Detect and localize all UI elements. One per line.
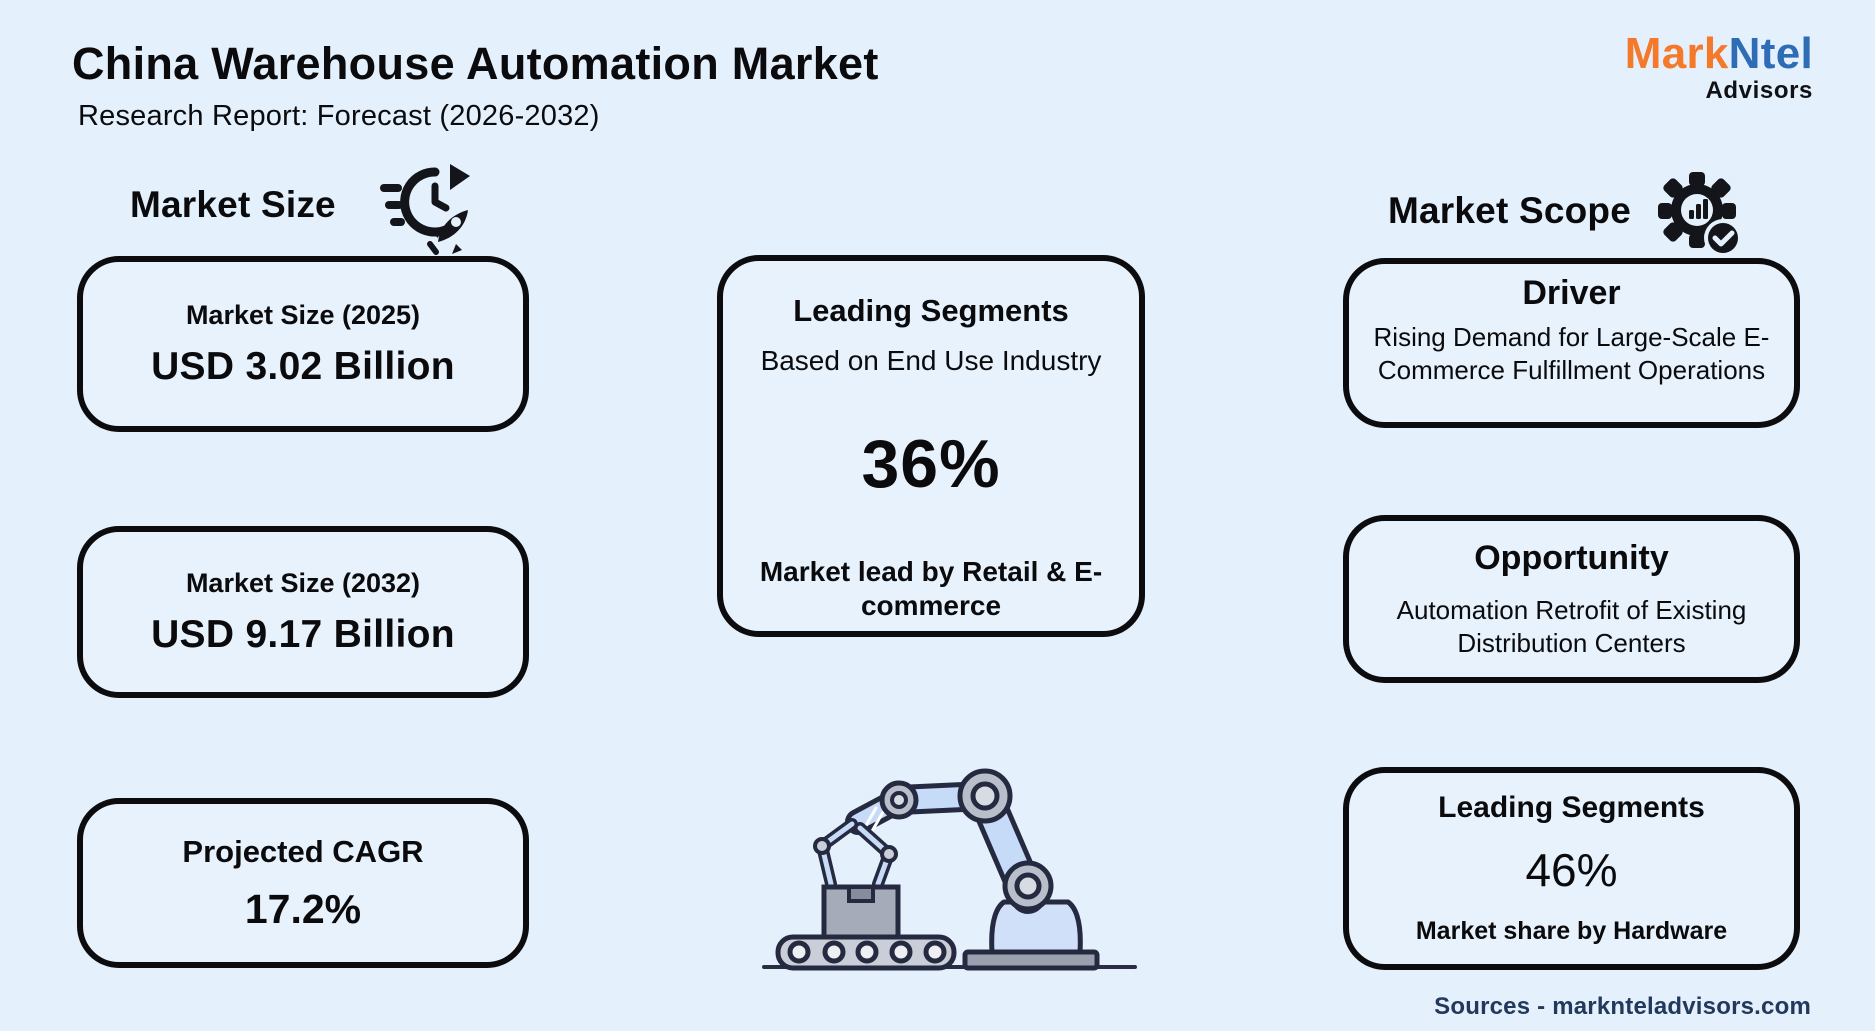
logo-part-mark: Mark xyxy=(1624,29,1729,78)
rocket-glyph xyxy=(427,210,468,255)
clock-speed-rocket-icon xyxy=(380,164,470,255)
driver-card: Driver Rising Demand for Large-Scale E-C… xyxy=(1343,258,1800,428)
hardware-segment-title: Leading Segments xyxy=(1438,791,1705,824)
hardware-segment-caption: Market share by Hardware xyxy=(1415,917,1728,945)
opportunity-title: Opportunity xyxy=(1474,539,1669,577)
opportunity-card: Opportunity Automation Retrofit of Exist… xyxy=(1343,515,1800,683)
driver-text: Rising Demand for Large-Scale E-Commerce… xyxy=(1373,322,1770,386)
leading-segments-share: 36% xyxy=(861,426,1001,502)
market-size-2032-value: USD 9.17 Billion xyxy=(151,612,455,656)
market-size-2025-value: USD 3.02 Billion xyxy=(151,344,455,388)
logo-advisors-label: Advisors xyxy=(1705,77,1813,104)
market-scope-heading: Market Scope xyxy=(1388,190,1631,231)
sources-note: Sources - marknteladvisors.com xyxy=(1434,993,1811,1020)
markntel-logo: MarkNtel Advisors xyxy=(1625,32,1813,103)
leading-segments-basis: Based on End Use Industry xyxy=(760,345,1102,376)
leading-segments-right-card: Leading Segments 46% Market share by Har… xyxy=(1343,767,1800,970)
market-size-2032-label: Market Size (2032) xyxy=(185,567,421,598)
projected-cagr-label: Projected CAGR xyxy=(182,833,424,869)
projected-cagr-value: 17.2% xyxy=(244,885,362,932)
leading-segments-center-card: Leading Segments Based on End Use Indust… xyxy=(717,255,1145,637)
logo-wordmark: MarkNtel xyxy=(1625,32,1813,76)
market-size-2032-card: Market Size (2032) USD 9.17 Billion xyxy=(77,526,529,698)
driver-title: Driver xyxy=(1522,274,1621,312)
logo-part-ntel: Ntel xyxy=(1728,29,1813,78)
page-subtitle: Research Report: Forecast (2026-2032) xyxy=(78,100,600,132)
market-size-2025-label: Market Size (2025) xyxy=(185,299,421,330)
market-size-heading: Market Size xyxy=(130,184,336,225)
opportunity-text: Automation Retrofit of Existing Distribu… xyxy=(1396,595,1747,659)
market-size-2025-card: Market Size (2025) USD 3.02 Billion xyxy=(77,256,529,432)
robot-arm-conveyor-illustration xyxy=(762,768,1137,971)
gear-bar-chart-check-icon xyxy=(1658,172,1742,257)
leading-segments-caption: Market lead by Retail & E-commerce xyxy=(759,556,1103,621)
projected-cagr-card: Projected CAGR 17.2% xyxy=(77,798,529,968)
leading-segments-title: Leading Segments xyxy=(793,293,1069,328)
page-title: China Warehouse Automation Market xyxy=(72,38,879,89)
hardware-segment-share: 46% xyxy=(1525,844,1618,896)
